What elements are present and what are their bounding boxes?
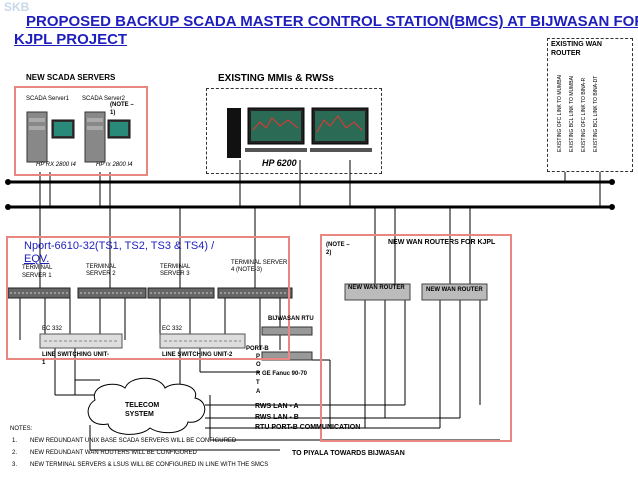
new-scada-servers-heading: NEW SCADA SERVERS: [26, 73, 115, 82]
existing-wan-router-label: EXISTING WAN ROUTER: [551, 40, 611, 58]
scada-server-1-label: SCADA Server1: [26, 96, 69, 102]
rtu-portal-letter-a: A: [256, 389, 260, 395]
new-wan-router-1-label: NEW WAN ROUTER: [348, 285, 405, 291]
note-1-b: 1): [110, 110, 115, 116]
nport-heading-a: Nport-6610-32(TS1, TS2, TS3 & TS4) /: [24, 240, 214, 252]
rtu-comm-label: RTU PORT-B COMMUNICATION: [255, 424, 360, 431]
terminal-server-1-label: TERMINAL SERVER 1: [22, 264, 68, 280]
existing-link-2: EXISTING BCL LINK TO MUMBAI: [569, 76, 575, 152]
terminal-server-2-label-a: TERMINAL: [86, 264, 116, 270]
existing-link-4: EXISTING BCL LINK TO BINA-DT: [593, 76, 599, 152]
terminal-server-3-label-a: TERMINAL: [160, 264, 190, 270]
note-item-1-num: 1.: [12, 438, 17, 444]
rtu-label: BIJWASAN RTU: [268, 316, 314, 322]
terminal-server-3-label-b: SERVER 3: [160, 271, 190, 277]
rtu-portal-letter-p: P: [256, 354, 260, 360]
existing-link-1: EXISTING OFC LINK TO MUMBAI: [557, 75, 563, 152]
mmi-model-label: HP 6200: [262, 158, 297, 168]
terminal-server-4-label-b: 4 (NOTE-3): [231, 267, 262, 273]
note-item-2-num: 2.: [12, 450, 17, 456]
existing-link-3: EXISTING OFC LINK TO BINA-R: [581, 78, 587, 152]
notes-heading: NOTES:: [10, 426, 32, 432]
telecom-label-1: TELECOM: [125, 402, 159, 409]
new-wan-routers-heading: NEW WAN ROUTERS FOR KJPL: [388, 239, 495, 246]
note-item-3-text: NEW TERMINAL SERVERS & LSUS WILL BE CONF…: [30, 462, 268, 468]
logo: SKB: [4, 0, 29, 14]
existing-mmis-heading: EXISTING MMIs & RWSs: [218, 73, 334, 84]
rtu-portal-letter-o: O: [256, 362, 261, 368]
note-item-3-num: 3.: [12, 462, 17, 468]
piyala-label: TO PIYALA TOWARDS BIJWASAN: [292, 450, 405, 457]
scada-server-1-model: HP RX 2800 I4: [36, 162, 76, 168]
rtu-portal-letter-t: T: [256, 380, 260, 386]
ec332-2-label: EC 332: [162, 326, 182, 332]
note-1-a: (NOTE –: [110, 102, 134, 108]
rws-lan-a-label: RWS LAN - A: [255, 403, 299, 410]
note-2-b: 2): [326, 250, 331, 256]
new-wan-router-2-label: NEW WAN ROUTER: [426, 287, 483, 293]
terminal-server-4-label-a: TERMINAL SERVER: [231, 260, 287, 266]
note-2-a: (NOTE –: [326, 242, 350, 248]
lsu-1-label: LINE SWITCHING UNIT-: [42, 352, 109, 358]
rtu-port-b-label: PORT-B: [246, 346, 269, 352]
note-item-1-text: NEW REDUNDANT UNIX BASE SCADA SERVERS WI…: [30, 438, 236, 444]
new-wan-routers-box: [320, 234, 512, 442]
rtu-portal-letter-r: R: [256, 371, 260, 377]
ec332-1-label: EC 332: [42, 326, 62, 332]
rtu-ge-label: GE Fanuc 90-70: [262, 371, 307, 377]
lsu-2-label: LINE SWITCHING UNIT-2: [162, 352, 232, 358]
scada-server-2-model: HP rx 2800 I4: [96, 162, 132, 168]
title-line-2: KJPL PROJECT: [14, 31, 127, 48]
telecom-label-2: SYSTEM: [125, 411, 154, 418]
note-item-2-text: NEW REDUNDANT WAN ROUTERS WILL BE CONFIG…: [30, 450, 197, 456]
terminal-server-2-label-b: SERVER 2: [86, 271, 116, 277]
lsu-1-number: 1: [42, 360, 45, 366]
rws-lan-b-label: RWS LAN - B: [255, 414, 299, 421]
title-line-1: PROPOSED BACKUP SCADA MASTER CONTROL STA…: [26, 13, 638, 30]
